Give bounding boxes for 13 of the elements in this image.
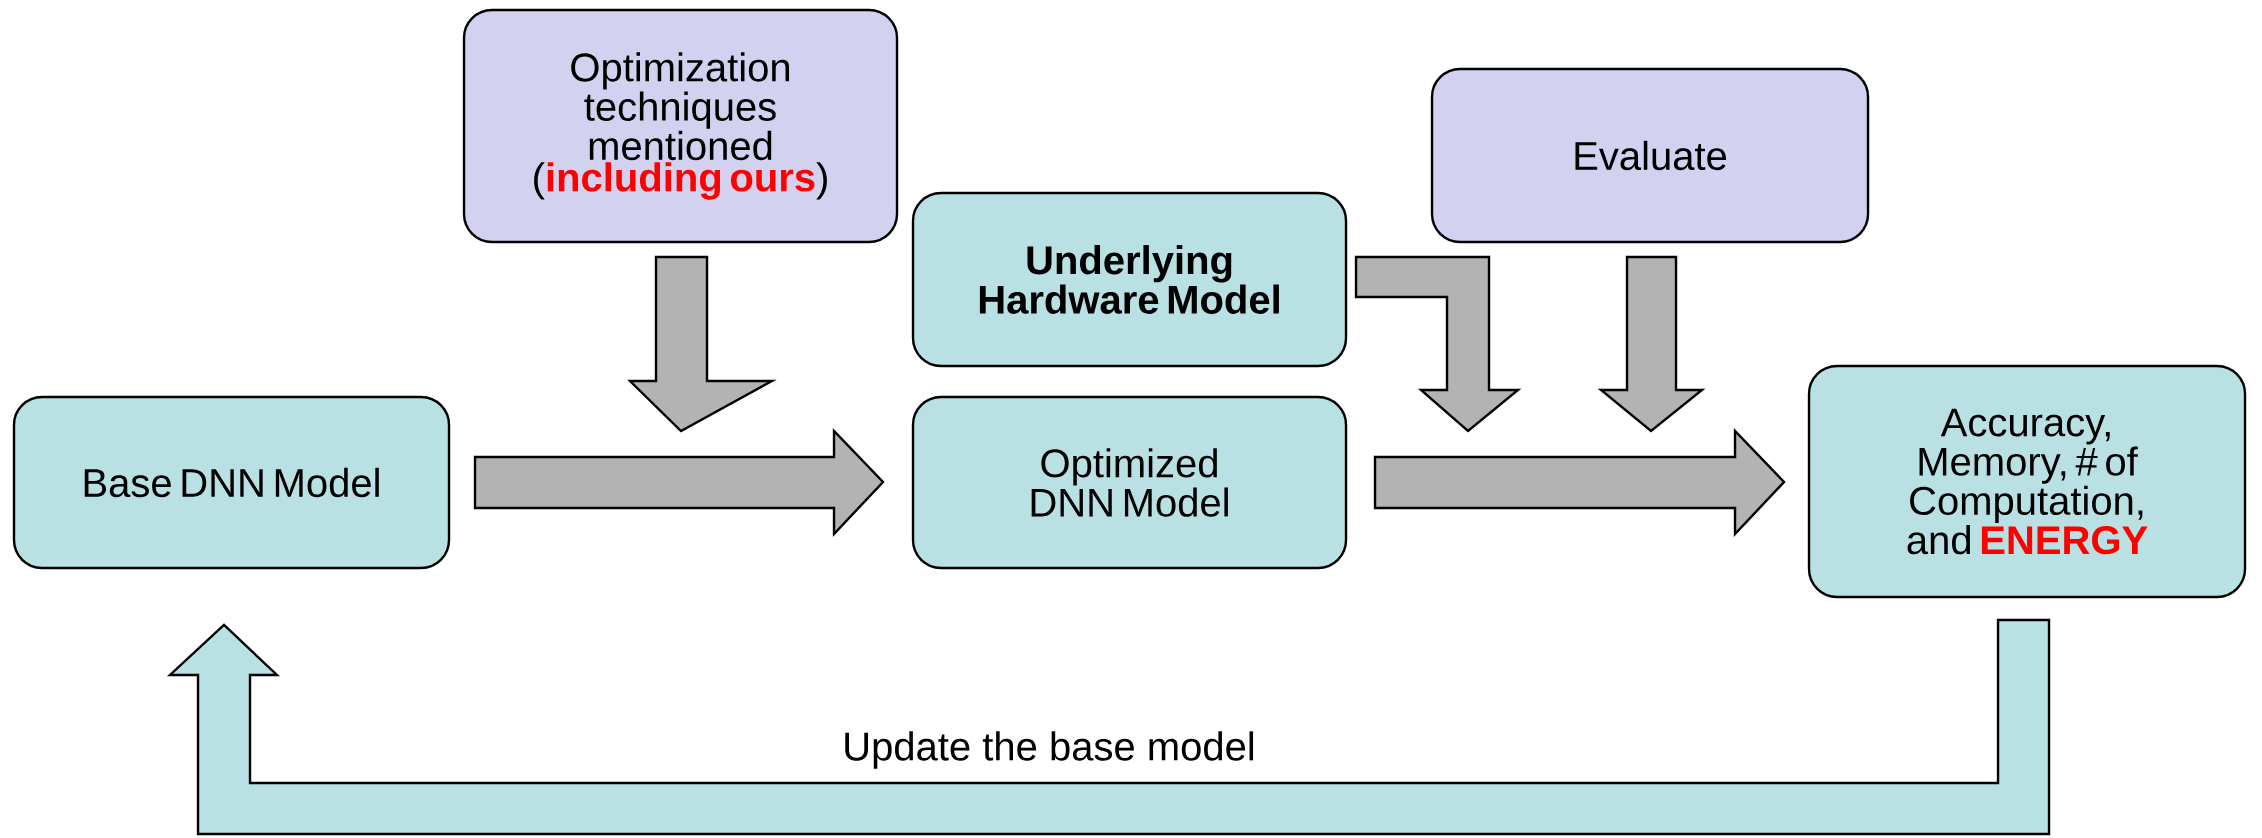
- edge-label: Update the base model: [838, 727, 1260, 773]
- block-arrow: [1373, 428, 1786, 537]
- process-box: Optimized DNN Model: [911, 395, 1348, 570]
- process-box: Evaluate: [1430, 67, 1870, 244]
- block-arrow: [1354, 255, 1522, 433]
- block-arrow: [627, 255, 777, 433]
- process-box: Optimization techniques mentioned (including ours): [462, 8, 899, 244]
- block-arrow: [1597, 255, 1706, 433]
- block-arrow: [473, 428, 885, 537]
- process-box: Accuracy, Memory, # of Computation, and ENERGY: [1807, 364, 2247, 599]
- block-arrow: [166, 618, 2051, 836]
- process-box: Underlying Hardware Model: [911, 191, 1348, 368]
- process-box: Base DNN Model: [12, 395, 451, 570]
